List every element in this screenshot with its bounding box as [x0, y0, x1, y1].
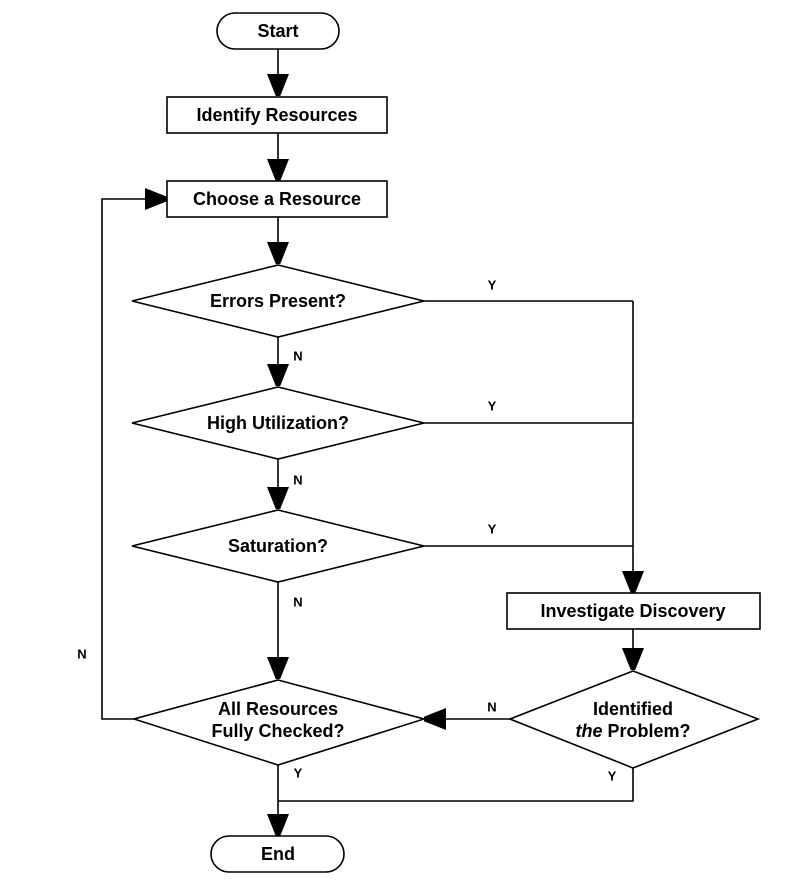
start-label: Start	[257, 21, 298, 41]
high-utilization-decision: High Utilization?	[131, 386, 425, 460]
choose-resource-node: Choose a Resource	[166, 180, 388, 218]
utilization-no-label: N	[293, 473, 302, 488]
investigate-discovery-label: Investigate Discovery	[540, 601, 725, 621]
end-label: End	[261, 844, 295, 864]
identify-resources-node: Identify Resources	[166, 96, 388, 134]
saturation-yes-label: Y	[488, 522, 497, 537]
utilization-yes-label: Y	[488, 399, 497, 414]
investigate-discovery-node: Investigate Discovery	[506, 592, 761, 630]
identified-problem-label-line2: the Problem?	[575, 721, 690, 741]
saturation-no-label: N	[293, 595, 302, 610]
identified-problem-rest: Problem?	[602, 721, 690, 741]
all-checked-no-label: N	[77, 647, 86, 662]
all-resources-checked-label-line1: All Resources	[218, 699, 338, 719]
errors-present-decision: Errors Present?	[131, 264, 425, 338]
errors-yes-label: Y	[488, 278, 497, 293]
high-utilization-label: High Utilization?	[207, 413, 349, 433]
identified-problem-decision: Identified the Problem?	[507, 670, 761, 769]
edge-labels: Y N Y N Y N N Y N Y	[77, 278, 616, 784]
identified-yes-label: Y	[608, 769, 617, 784]
identified-no-label: N	[487, 700, 496, 715]
connectors	[101, 49, 644, 836]
start-node: Start	[216, 12, 340, 50]
all-resources-checked-label-line2: Fully Checked?	[211, 721, 344, 741]
errors-no-label: N	[293, 349, 302, 364]
arrow-all-checked-no-loop	[101, 188, 167, 720]
saturation-label: Saturation?	[228, 536, 328, 556]
choose-resource-label: Choose a Resource	[193, 189, 361, 209]
line-identified-yes-to-end	[278, 768, 634, 802]
all-checked-yes-label: Y	[294, 766, 303, 781]
all-resources-checked-decision: All Resources Fully Checked?	[131, 679, 427, 766]
identified-problem-emphasis: the	[575, 721, 602, 741]
end-node: End	[210, 835, 345, 873]
identify-resources-label: Identify Resources	[196, 105, 357, 125]
errors-present-label: Errors Present?	[210, 291, 346, 311]
identified-problem-label-line1: Identified	[593, 699, 673, 719]
saturation-decision: Saturation?	[131, 509, 425, 583]
